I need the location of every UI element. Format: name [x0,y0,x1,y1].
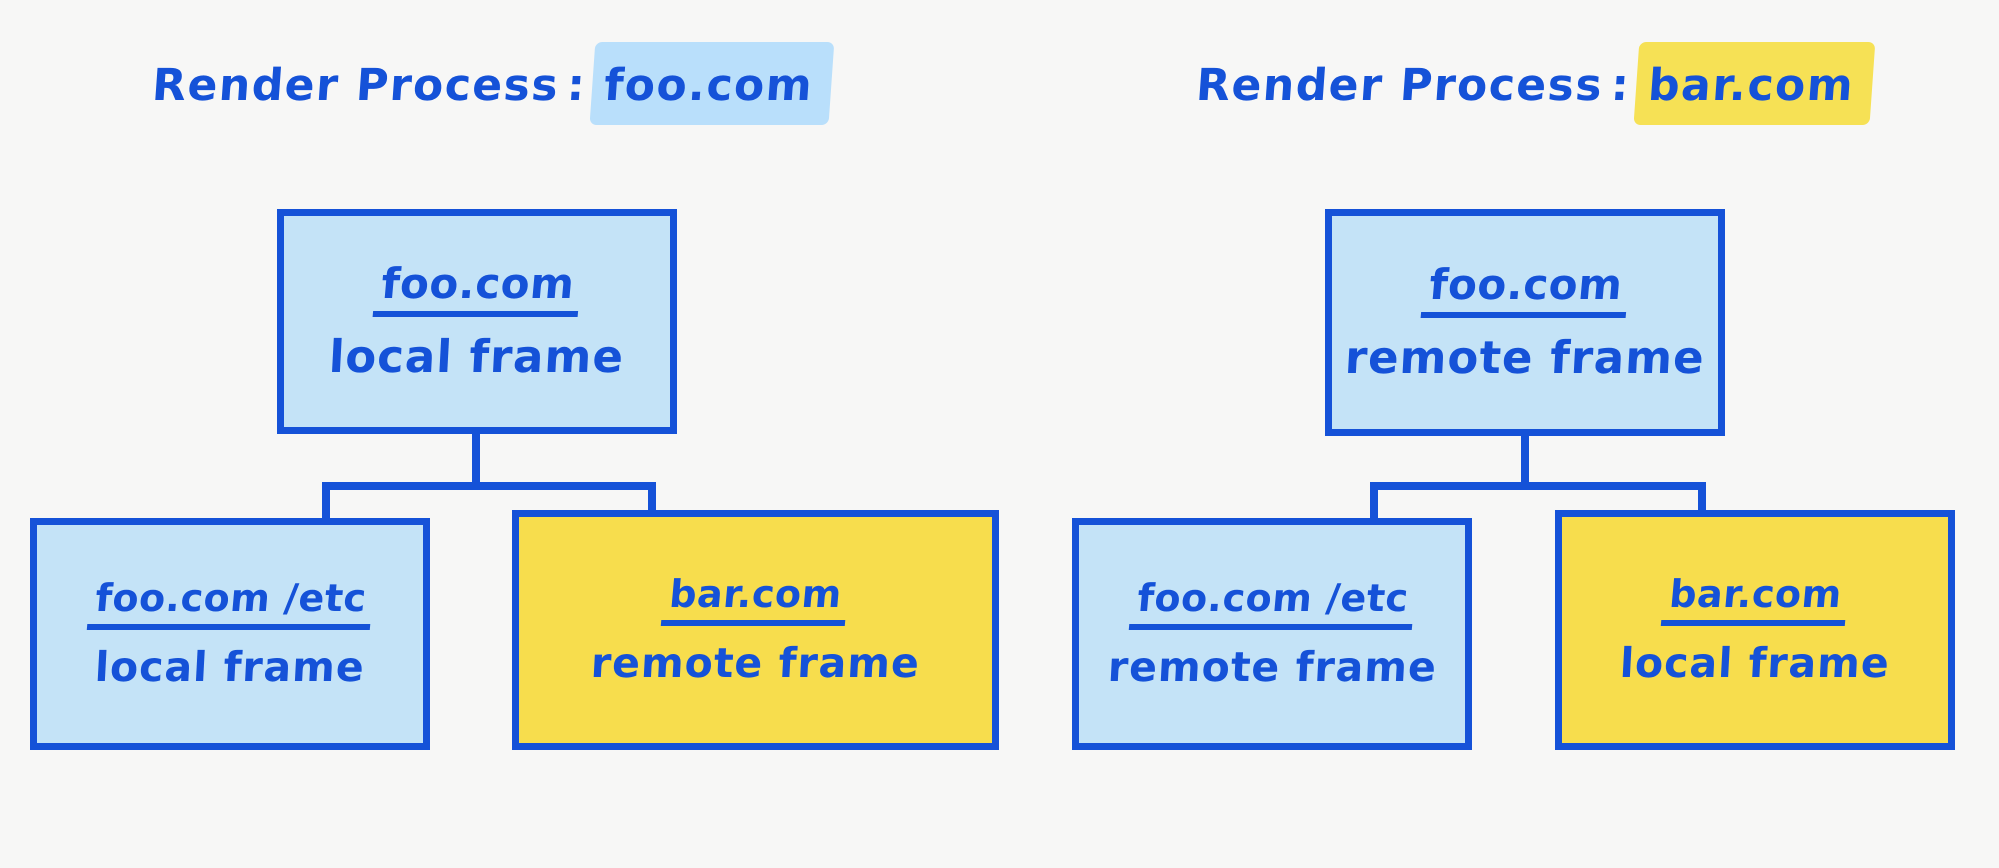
connector-left-drop-right [648,482,656,527]
node-left-root-kind: local frame [328,330,626,384]
node-right-child-bar-domain: bar.com [1660,572,1850,626]
node-left-child-bar-kind: remote frame [589,638,922,687]
node-left-child-bar-domain: bar.com [661,572,850,626]
connector-right-drop-left [1370,482,1378,527]
connector-right-drop-right [1698,482,1706,527]
connector-left-drop-left [322,482,330,527]
node-left-child-bar[interactable]: bar.com remote frame [512,510,999,750]
process-title-right-label: Render Process [1194,60,1605,111]
node-right-child-foo-domain: foo.com /etc [1128,576,1416,630]
process-title-left-label: Render Process [150,60,561,111]
node-right-root-domain: foo.com [1420,260,1630,319]
process-title-left: Render Process:foo.com [150,58,824,121]
node-right-child-bar-kind: local frame [1618,638,1892,687]
node-left-root-domain: foo.com [372,259,582,318]
connector-right-stem [1521,430,1529,488]
node-right-root[interactable]: foo.com remote frame [1325,209,1725,436]
process-title-right: Render Process:bar.com [1194,58,1865,121]
node-right-child-foo-kind: remote frame [1106,642,1438,691]
node-right-child-bar[interactable]: bar.com local frame [1555,510,1955,750]
connector-left-stem [472,428,480,488]
connector-left-bar [322,482,656,490]
connector-right-bar [1370,482,1706,490]
node-right-root-kind: remote frame [1343,331,1707,385]
process-title-left-value: foo.com [593,58,824,121]
node-left-child-foo[interactable]: foo.com /etc local frame [30,518,430,750]
node-right-child-foo[interactable]: foo.com /etc remote frame [1072,518,1472,750]
node-left-root[interactable]: foo.com local frame [277,209,677,434]
node-left-child-foo-kind: local frame [93,642,367,691]
process-title-right-value: bar.com [1637,58,1865,121]
node-left-child-foo-domain: foo.com /etc [86,576,374,630]
